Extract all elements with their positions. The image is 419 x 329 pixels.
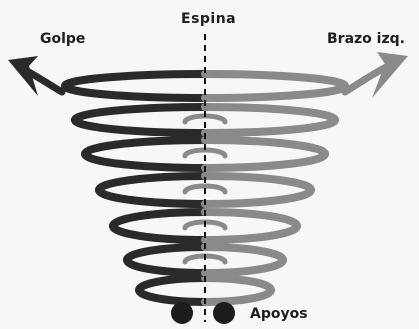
coil-right-front (205, 190, 311, 204)
coil-right-front (205, 260, 283, 273)
coil-left-front (99, 190, 205, 204)
right-arrow (345, 52, 408, 98)
right-arm-label: Brazo izq. (327, 32, 405, 46)
coil-right-front (205, 86, 345, 98)
left-foot (171, 302, 193, 324)
left-arrow (8, 56, 62, 96)
coil-right-front (205, 226, 297, 240)
supports-label: Apoyos (250, 307, 308, 321)
right-foot (213, 302, 235, 324)
coil-left-front (113, 226, 205, 240)
coil-left-front (139, 290, 205, 302)
left-arm-label: Golpe (40, 32, 85, 46)
coil-left-front (65, 86, 205, 98)
coil-right-back (205, 278, 271, 290)
coil-right-front (205, 290, 271, 302)
coil-left-back (65, 74, 205, 86)
coil-left-back (139, 278, 205, 290)
coil-left-front (127, 260, 205, 273)
coil-right-back (205, 74, 345, 86)
spine-label: Espina (181, 12, 236, 26)
